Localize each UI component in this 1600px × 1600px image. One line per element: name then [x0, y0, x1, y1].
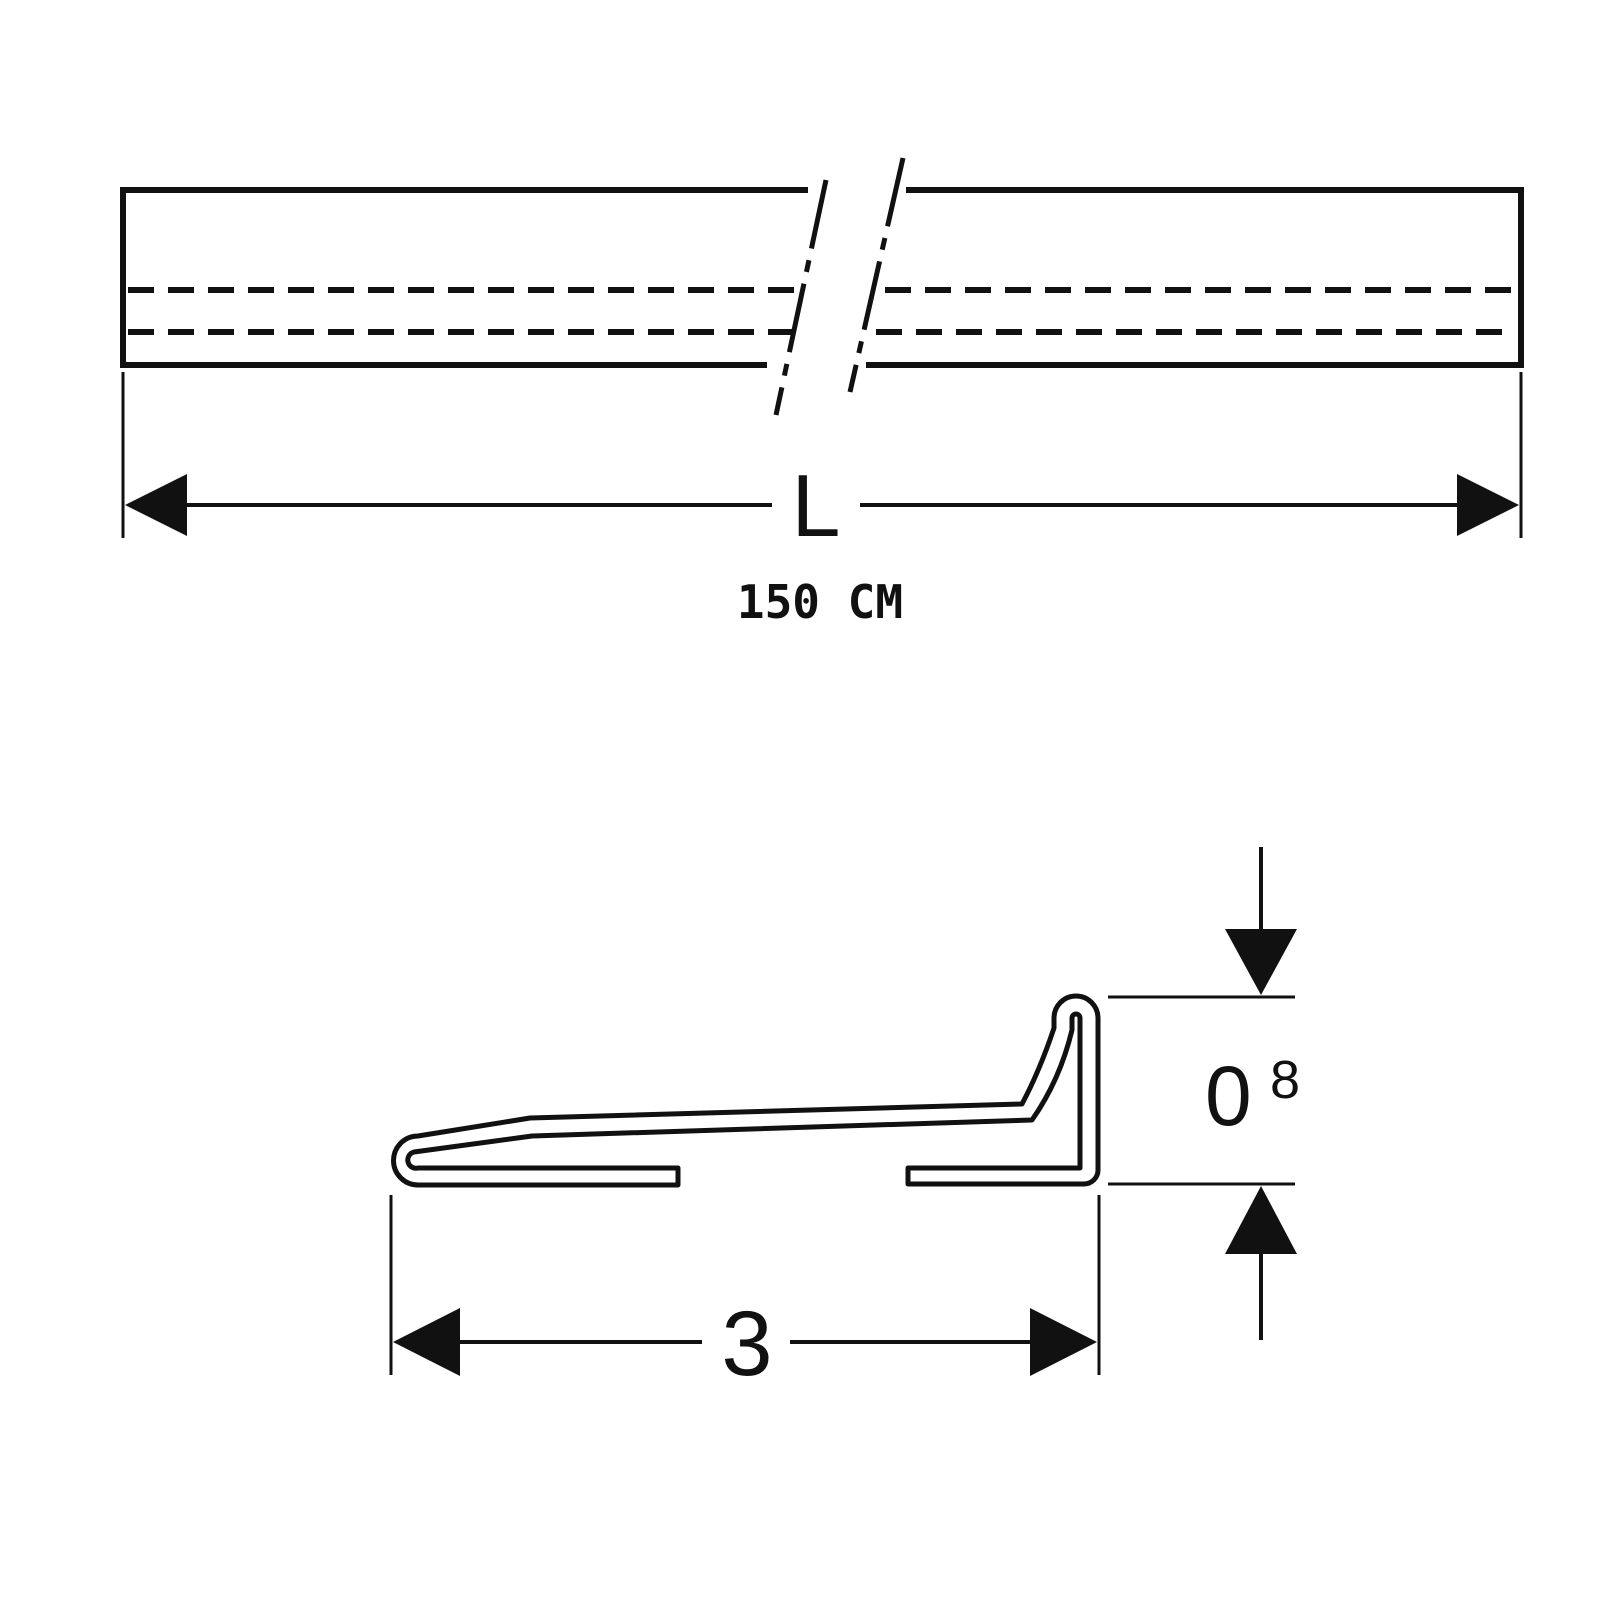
bar-left-segment: [120, 187, 808, 368]
hidden-lines: [128, 287, 1515, 335]
arrowhead-left: [125, 474, 187, 536]
profile-view: 3 0 8: [389, 847, 1300, 1395]
height-value-main: 0: [1205, 1049, 1252, 1143]
break-line-left: [773, 179, 829, 416]
break-lines: [773, 157, 906, 416]
width-arrowhead-left: [393, 1308, 460, 1376]
bar-outline: [120, 187, 1524, 368]
height-value-label: 0: [1205, 1049, 1252, 1143]
width-arrowhead-right: [1030, 1308, 1097, 1376]
profile-section: [391, 993, 1101, 1188]
arrowhead-right: [1457, 474, 1519, 536]
length-value-label: 150 CM: [737, 575, 903, 629]
bar-right-segment: [866, 187, 1524, 368]
height-arrowhead-top: [1225, 929, 1297, 995]
height-arrowhead-bottom: [1225, 1186, 1297, 1254]
width-value-label: 3: [721, 1293, 772, 1395]
break-line-right: [847, 157, 906, 393]
dimension-symbol-l: L: [792, 456, 841, 555]
length-view: L 150 CM: [120, 157, 1524, 629]
height-value-superscript: 8: [1270, 1050, 1300, 1110]
